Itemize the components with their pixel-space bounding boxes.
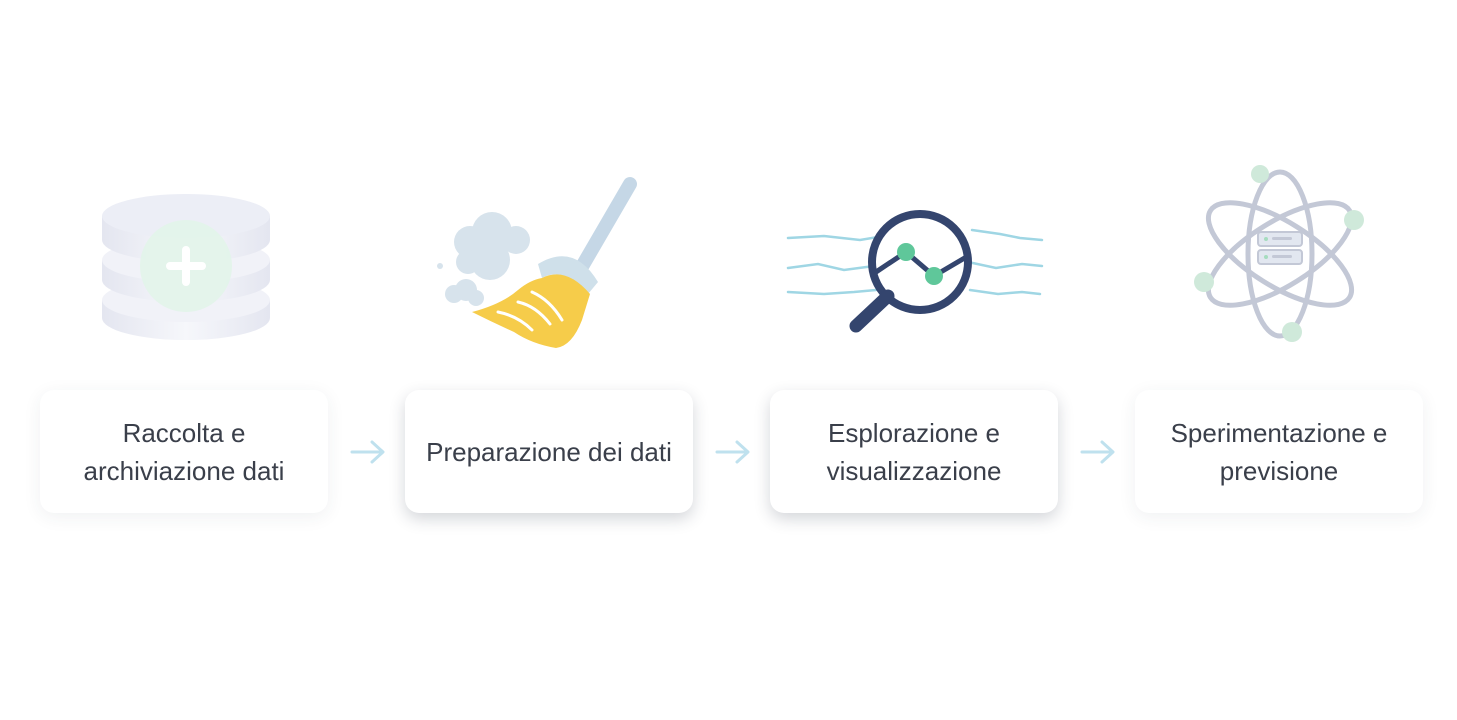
arrow-right-icon xyxy=(1080,440,1115,464)
arrow-right-icon xyxy=(715,440,750,464)
step-label: Esplorazione e visualizzazione xyxy=(826,417,1002,486)
step-card-experimentation: Sperimentazione e previsione xyxy=(1135,390,1423,513)
step-card-collection: Raccolta e archiviazione dati xyxy=(40,390,328,513)
arrow-right-icon xyxy=(350,440,385,464)
atom-server-icon xyxy=(1194,165,1364,342)
step-label: Raccolta e archiviazione dati xyxy=(83,417,285,486)
step-card-preparation: Preparazione dei dati xyxy=(405,390,693,513)
step-label: Preparazione dei dati xyxy=(426,436,672,467)
step-card-exploration: Esplorazione e visualizzazione xyxy=(770,390,1058,513)
step-label: Sperimentazione e previsione xyxy=(1170,417,1388,486)
database-add-icon xyxy=(102,194,270,340)
broom-icon xyxy=(437,177,637,348)
magnifier-chart-icon xyxy=(786,210,1044,333)
